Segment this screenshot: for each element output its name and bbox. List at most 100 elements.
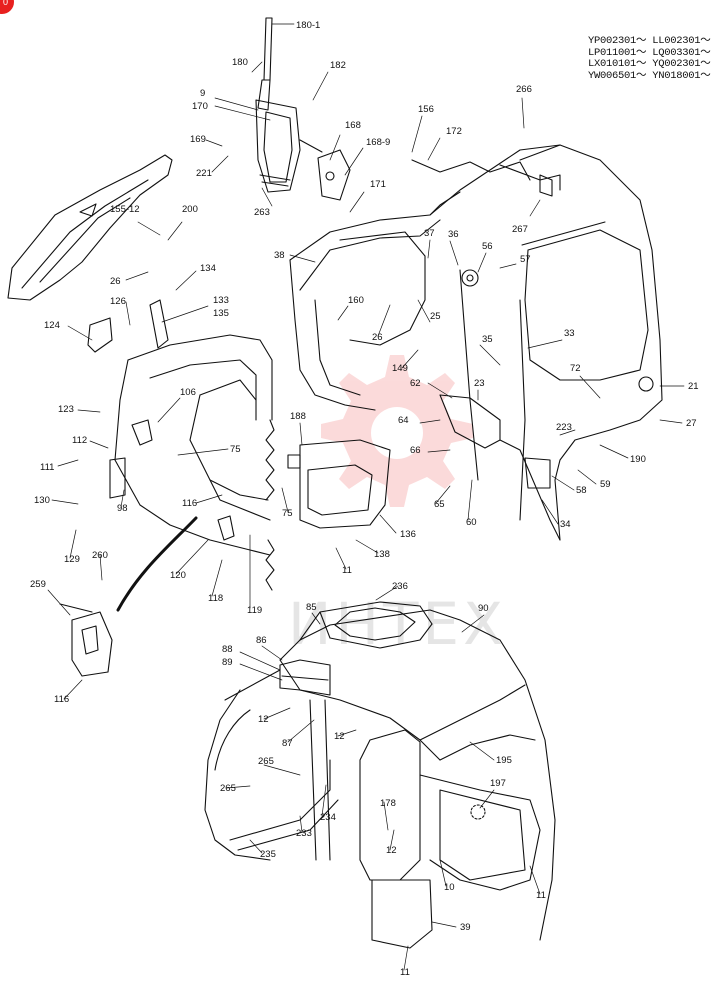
callout-66: 66	[410, 445, 421, 456]
callout-86: 86	[256, 635, 267, 646]
leader-line	[239, 663, 283, 681]
leader-line	[427, 449, 451, 453]
callout-160: 160	[348, 295, 364, 306]
leader-line	[177, 448, 229, 456]
leader-line	[461, 614, 485, 633]
leader-line	[577, 469, 597, 485]
callout-23: 23	[474, 378, 485, 389]
callout-126: 126	[110, 296, 126, 307]
callout-263: 263	[254, 207, 270, 218]
leader-line	[377, 304, 391, 337]
callout-119: 119	[247, 605, 262, 616]
glass-panel	[287, 439, 391, 529]
callout-223: 223	[556, 422, 572, 433]
callout-200: 200	[182, 204, 198, 215]
callout-12: 12	[386, 845, 397, 856]
callout-12: 12	[334, 731, 345, 742]
callout-116: 116	[182, 498, 197, 509]
leader-line	[529, 865, 541, 895]
callout-182: 182	[330, 60, 346, 71]
leader-line	[99, 554, 103, 581]
callout-72: 72	[570, 363, 581, 374]
callout-136: 136	[400, 529, 416, 540]
lower-cab-body	[204, 601, 556, 949]
leader-line	[214, 97, 259, 111]
serial-range: YP002301～ LL002301～	[588, 35, 711, 47]
serial-range: LP011001～ LQ003301～	[588, 46, 711, 59]
leader-line	[344, 147, 364, 176]
leader-line	[214, 105, 271, 121]
leader-line	[383, 801, 389, 831]
leader-line	[439, 859, 447, 887]
serial-number-block: YP002301～ LL002301～ LP011001～ LQ003301～ …	[588, 35, 716, 82]
door-panel	[114, 334, 275, 591]
callout-88: 88	[222, 644, 233, 655]
callout-221: 221	[196, 168, 212, 179]
callout-265: 265	[220, 783, 236, 794]
callout-135: 135	[213, 308, 229, 319]
callout-168: 168	[345, 120, 361, 131]
leader-lines	[47, 23, 685, 971]
leader-line	[329, 134, 341, 161]
leader-line	[263, 707, 291, 720]
callout-169: 169	[190, 134, 206, 145]
leader-line	[389, 829, 395, 851]
leader-line	[299, 815, 303, 833]
leader-line	[249, 839, 263, 854]
callout-259: 259	[30, 579, 46, 590]
callout-155-12: 155-12	[110, 204, 140, 215]
leader-line	[167, 221, 183, 241]
leader-line	[417, 299, 431, 323]
callout-12: 12	[258, 714, 269, 725]
leader-line	[157, 397, 181, 423]
callout-190: 190	[630, 454, 646, 465]
leader-line	[281, 487, 289, 513]
leader-line	[527, 339, 563, 349]
leader-line	[67, 325, 93, 341]
callout-129: 129	[64, 554, 80, 565]
callout-90: 90	[478, 603, 489, 614]
leader-line	[225, 785, 251, 789]
leader-line	[312, 71, 329, 101]
callout-123: 123	[58, 404, 74, 415]
leader-line	[559, 429, 576, 436]
callout-9: 9	[200, 88, 205, 99]
callout-11: 11	[342, 565, 352, 576]
callout-235: 235	[260, 849, 276, 860]
leader-line	[349, 191, 365, 213]
callout-267: 267	[512, 224, 528, 235]
callout-89: 89	[222, 657, 233, 668]
leader-line	[375, 585, 399, 601]
leader-line	[211, 559, 223, 597]
callout-10: 10	[444, 882, 455, 893]
callout-133: 133	[213, 295, 229, 306]
wiper-assembly	[255, 17, 351, 201]
leader-line	[427, 137, 441, 161]
callout-59: 59	[600, 479, 611, 490]
callout-57: 57	[520, 254, 531, 265]
leader-line	[47, 589, 71, 616]
callout-27: 27	[686, 418, 697, 429]
leader-line	[321, 784, 327, 817]
leader-line	[335, 547, 347, 570]
leader-line	[599, 444, 629, 459]
cab-body	[289, 144, 663, 541]
leader-line	[125, 271, 149, 281]
leader-line	[427, 239, 431, 259]
callout-39: 39	[460, 922, 471, 933]
callout-106: 106	[180, 387, 196, 398]
leader-line	[469, 741, 495, 761]
leader-line	[137, 221, 161, 236]
callout-85: 85	[306, 602, 317, 613]
leader-line	[449, 240, 459, 266]
leader-line	[263, 764, 301, 776]
callout-64: 64	[398, 415, 409, 426]
leader-line	[261, 645, 283, 661]
leader-line	[529, 199, 541, 217]
leader-line	[467, 479, 473, 521]
leader-line	[479, 344, 501, 366]
callout-11: 11	[536, 890, 546, 901]
leader-line	[659, 419, 683, 424]
